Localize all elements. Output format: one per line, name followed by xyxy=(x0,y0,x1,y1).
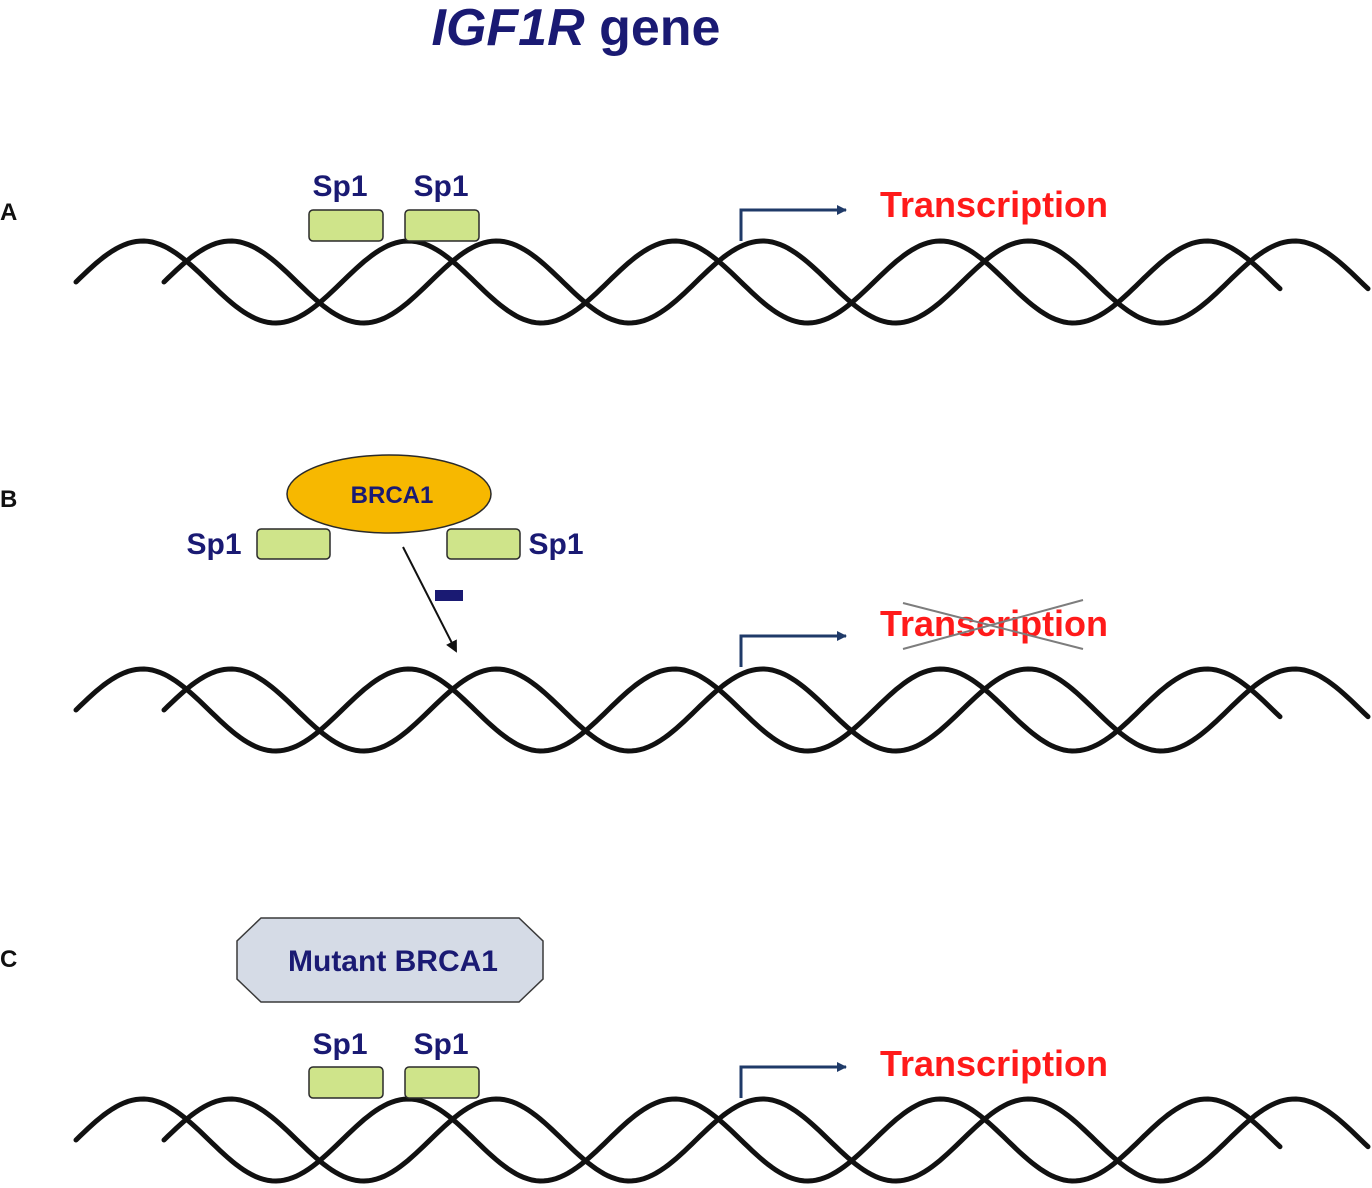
panel-a-transcription-label: Transcription xyxy=(880,184,1108,225)
panel-a-promoter-arrow xyxy=(739,205,847,241)
panel-b-sp1-label-left: Sp1 xyxy=(186,528,241,561)
panel-c-transcription-label: Transcription xyxy=(880,1043,1108,1084)
panel-a-sp1-label-left: Sp1 xyxy=(312,170,367,203)
diagram-title-gene-symbol: IGF1R xyxy=(432,0,586,57)
panel-b-letter: B xyxy=(0,486,17,513)
panel-a-dna-helix-strand-2 xyxy=(161,238,1371,326)
panel-b-transcription-strike-2 xyxy=(902,599,1084,650)
panel-b-promoter-arrow xyxy=(739,631,847,667)
panel-c-sp1-box-left xyxy=(308,1066,384,1099)
panel-c-mutant-brca1-shape xyxy=(236,917,544,1003)
panel-b-dna-helix-strand-2 xyxy=(161,666,1371,754)
panel-b-sp1-box-right xyxy=(446,528,521,560)
panel-a: A Sp1 Sp1 Transcription xyxy=(0,170,1371,326)
panel-a-dna-helix-strand-1 xyxy=(73,238,1283,326)
panel-c-letter: C xyxy=(0,946,17,973)
panel-b-inhibition-minus-sign xyxy=(435,590,463,601)
diagram-title: IGF1R gene xyxy=(432,0,721,57)
panel-c-dna-helix-strand-1 xyxy=(73,1096,1283,1184)
panel-b-dna-helix-strand-1 xyxy=(73,666,1283,754)
panel-c-mutant-brca1-label: Mutant BRCA1 xyxy=(288,945,498,978)
panel-c-dna-helix-strand-2 xyxy=(161,1096,1371,1184)
panel-c-sp1-label-right: Sp1 xyxy=(413,1028,468,1061)
panel-b: B BRCA1 Sp1 Sp1 Transcription xyxy=(0,454,1371,754)
panel-c-dna-helix xyxy=(73,1096,1371,1184)
panel-a-letter: A xyxy=(0,199,17,226)
panel-a-sp1-box-right xyxy=(404,209,480,242)
panel-c: C Mutant BRCA1 Sp1 Sp1 Transcription xyxy=(0,917,1371,1184)
panel-a-dna-helix xyxy=(73,238,1371,326)
panel-c-promoter-arrow xyxy=(739,1062,847,1098)
panel-c-sp1-box-right xyxy=(404,1066,480,1099)
panel-b-sp1-label-right: Sp1 xyxy=(528,528,583,561)
panel-c-sp1-label-left: Sp1 xyxy=(312,1028,367,1061)
panel-b-sp1-box-left xyxy=(256,528,331,560)
panel-a-sp1-label-right: Sp1 xyxy=(413,170,468,203)
panel-b-brca1-label: BRCA1 xyxy=(351,482,434,509)
panel-b-inhibition-arrow xyxy=(402,546,457,653)
panel-b-brca1-ellipse xyxy=(286,454,492,534)
panel-a-sp1-box-left xyxy=(308,209,384,242)
panel-b-transcription-strike-1 xyxy=(902,602,1084,650)
panel-b-dna-helix xyxy=(73,666,1371,754)
diagram-title-suffix: gene xyxy=(585,0,721,57)
